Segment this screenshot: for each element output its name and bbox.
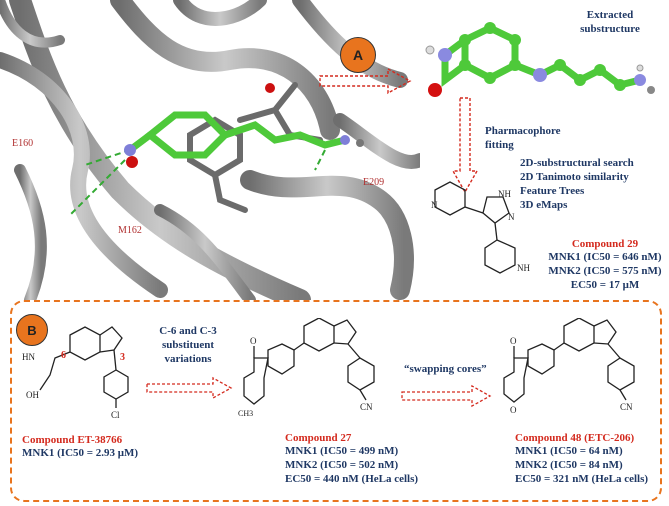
arrow1-label: C-6 and C-3 substituent variations [159, 325, 217, 365]
position-3: 3 [120, 352, 125, 363]
compound-et38766-info: Compound ET-38766 MNK1 (IC50 = 2.93 μM) [22, 434, 138, 460]
compound-29-line: MNK1 (IC50 = 646 nM) [548, 251, 662, 263]
residue-label: E209 [363, 177, 385, 188]
badge-a: A [340, 37, 376, 73]
compound-29-line: EC50 = 17 μM [570, 279, 640, 291]
compound-27-line: MNK1 (IC50 = 499 nM) [285, 445, 399, 457]
method-item: Feature Trees [520, 185, 585, 197]
atom-hn: HN [22, 352, 35, 362]
compound-27-structure: O CH3 CN [238, 318, 375, 418]
extracted-substructure-label: Extracted substructure [580, 9, 640, 35]
arrow-right-icon [319, 67, 412, 95]
badge-b-label: B [27, 322, 37, 338]
protein-ribbon-image [0, 0, 420, 300]
atom-nh: NH [517, 263, 530, 273]
compound-48-line: EC50 = 321 nM (HeLa cells) [515, 473, 649, 485]
atom-oh: OH [26, 390, 39, 400]
compound-27-line: EC50 = 440 nM (HeLa cells) [285, 473, 419, 485]
panel-b-frame [10, 300, 662, 502]
residue-label: E160 [12, 138, 34, 149]
atom-o: O [510, 336, 517, 346]
compound-et38766-name: Compound ET-38766 [22, 434, 123, 446]
compound-48-structure: O O CN [503, 318, 635, 415]
compound-29-line: MNK2 (IC50 = 575 nM) [548, 265, 662, 277]
methods-list: 2D-substructural search 2D Tanimoto simi… [520, 156, 634, 212]
compound-27-name: Compound 27 [285, 432, 352, 444]
compound-27-line: MNK2 (IC50 = 502 nM) [285, 459, 399, 471]
atom-o: O [510, 405, 517, 415]
method-item: 3D eMaps [520, 199, 568, 211]
atom-n: N [508, 212, 515, 222]
compound-et38766-line: MNK1 (IC50 = 2.93 μM) [22, 447, 139, 459]
residue-label: M162 [118, 225, 142, 236]
compound-48-line: MNK2 (IC50 = 84 nM) [515, 459, 623, 471]
extracted-substructure-image [425, 22, 655, 97]
compound-27-info: Compound 27 MNK1 (IC50 = 499 nM) MNK2 (I… [285, 432, 418, 486]
badge-a-label: A [352, 47, 364, 63]
pharmacophore-label: Pharmacophore fitting [485, 125, 561, 151]
compound-et38766-structure: HN OH Cl 6 3 [22, 326, 129, 420]
method-item: 2D Tanimoto similarity [520, 171, 629, 183]
compound-29-name: Compound 29 [571, 238, 639, 250]
compound-48-info: Compound 48 (ETC-206) MNK1 (IC50 = 64 nM… [515, 432, 648, 486]
compound-29-info: Compound 29 MNK1 (IC50 = 646 nM) MNK2 (I… [545, 238, 665, 292]
position-6: 6 [61, 350, 66, 361]
atom-cl: Cl [111, 410, 120, 420]
atom-n: N [431, 200, 438, 210]
arrow-right-icon [401, 384, 492, 408]
method-item: 2D-substructural search [520, 157, 634, 169]
atom-cn: CN [360, 402, 373, 412]
badge-b: B [16, 314, 48, 346]
atom-nh: NH [498, 189, 511, 199]
atom-o: O [250, 336, 257, 346]
atom-cn: CN [620, 402, 633, 412]
compound-48-name: Compound 48 (ETC-206) [515, 432, 635, 444]
arrow2-label: “swapping cores” [404, 363, 487, 375]
atom-ch3: CH3 [238, 409, 253, 418]
compound-29-structure: N NH N NH [431, 181, 530, 274]
compound-48-line: MNK1 (IC50 = 64 nM) [515, 445, 623, 457]
arrow-down-icon [451, 97, 479, 194]
arrow-right-icon [146, 376, 233, 400]
